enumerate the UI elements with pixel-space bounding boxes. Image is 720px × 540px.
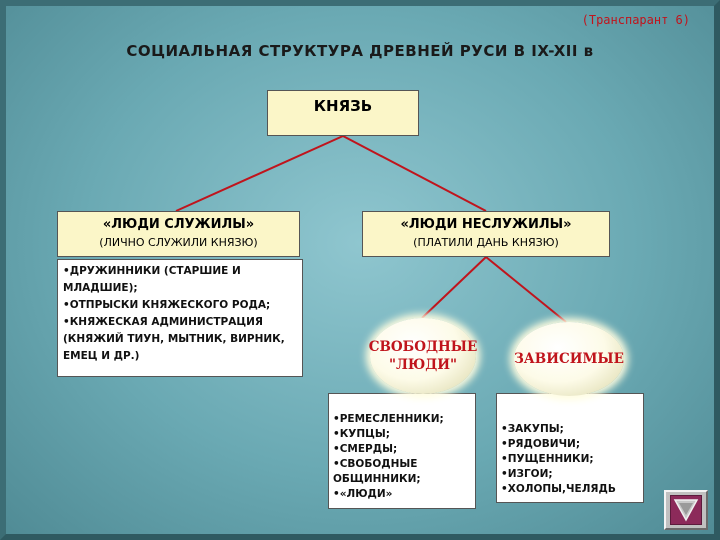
connector-kniaz-left <box>175 135 344 212</box>
list-item: •КНЯЖЕСКАЯ АДМИНИСТРАЦИЯ (КНЯЖИЙ ТИУН, М… <box>63 316 285 362</box>
node-label: СВОБОДНЫЕ "ЛЮДИ" <box>368 339 478 373</box>
node-kniaz: КНЯЗЬ <box>267 90 419 136</box>
node-label: ЗАВИСИМЫЕ <box>514 351 624 367</box>
list-item: •СВОБОДНЫЕ ОБЩИННИКИ; <box>333 458 421 485</box>
node-title: «ЛЮДИ СЛУЖИЛЫ» <box>102 217 255 232</box>
next-slide-button[interactable] <box>664 490 708 530</box>
list-item: •СМЕРДЫ; <box>333 443 398 455</box>
list-item: •ДРУЖИННИКИ (СТАРШИЕ И МЛАДШИЕ); <box>63 265 241 294</box>
page-title: СОЦИАЛЬНАЯ СТРУКТУРА ДРЕВНЕЙ РУСИ В IX-X… <box>126 42 594 60</box>
list-item: •КУПЦЫ; <box>333 428 391 440</box>
button-face <box>670 495 702 525</box>
dependent-list: •ЗАКУПЫ; •РЯДОВИЧИ; •ПУЩЕННИКИ; •ИЗГОИ; … <box>496 393 644 503</box>
down-triangle-icon <box>673 499 699 522</box>
list-item: •ПУЩЕННИКИ; <box>501 453 594 465</box>
connector-kniaz-right <box>342 135 487 212</box>
node-free-people: СВОБОДНЫЕ "ЛЮДИ" <box>368 318 478 394</box>
list-item: •«ЛЮДИ» <box>333 488 393 500</box>
list-item: •ИЗГОИ; <box>501 468 553 480</box>
node-people-nonserving: «ЛЮДИ НЕСЛУЖИЛЫ» (ПЛАТИЛИ ДАНЬ КНЯЗЮ) <box>362 211 610 257</box>
serving-list: •ДРУЖИННИКИ (СТАРШИЕ И МЛАДШИЕ); •ОТПРЫС… <box>57 259 303 377</box>
node-people-serving: «ЛЮДИ СЛУЖИЛЫ» (ЛИЧНО СЛУЖИЛИ КНЯЗЮ) <box>57 211 300 257</box>
list-item: •ЗАКУПЫ; <box>501 423 564 435</box>
list-item: •РЯДОВИЧИ; <box>501 438 581 450</box>
list-item: •РЕМЕСЛЕННИКИ; <box>333 413 444 425</box>
free-list: •РЕМЕСЛЕННИКИ; •КУПЦЫ; •СМЕРДЫ; •СВОБОДН… <box>328 393 476 509</box>
list-item: •ОТПРЫСКИ КНЯЖЕСКОГО РОДА; <box>63 299 271 311</box>
connector-right-dep <box>485 256 567 323</box>
node-subtitle: (ЛИЧНО СЛУЖИЛИ КНЯЗЮ) <box>99 236 258 249</box>
node-subtitle: (ПЛАТИЛИ ДАНЬ КНЯЗЮ) <box>413 236 559 249</box>
node-dependent: ЗАВИСИМЫЕ <box>514 322 624 396</box>
list-item: •ХОЛОПЫ,ЧЕЛЯДЬ <box>501 483 616 495</box>
connector-right-free <box>421 256 487 319</box>
node-title: «ЛЮДИ НЕСЛУЖИЛЫ» <box>400 217 572 232</box>
slide-caption: (Транспарант 6) <box>581 13 690 27</box>
